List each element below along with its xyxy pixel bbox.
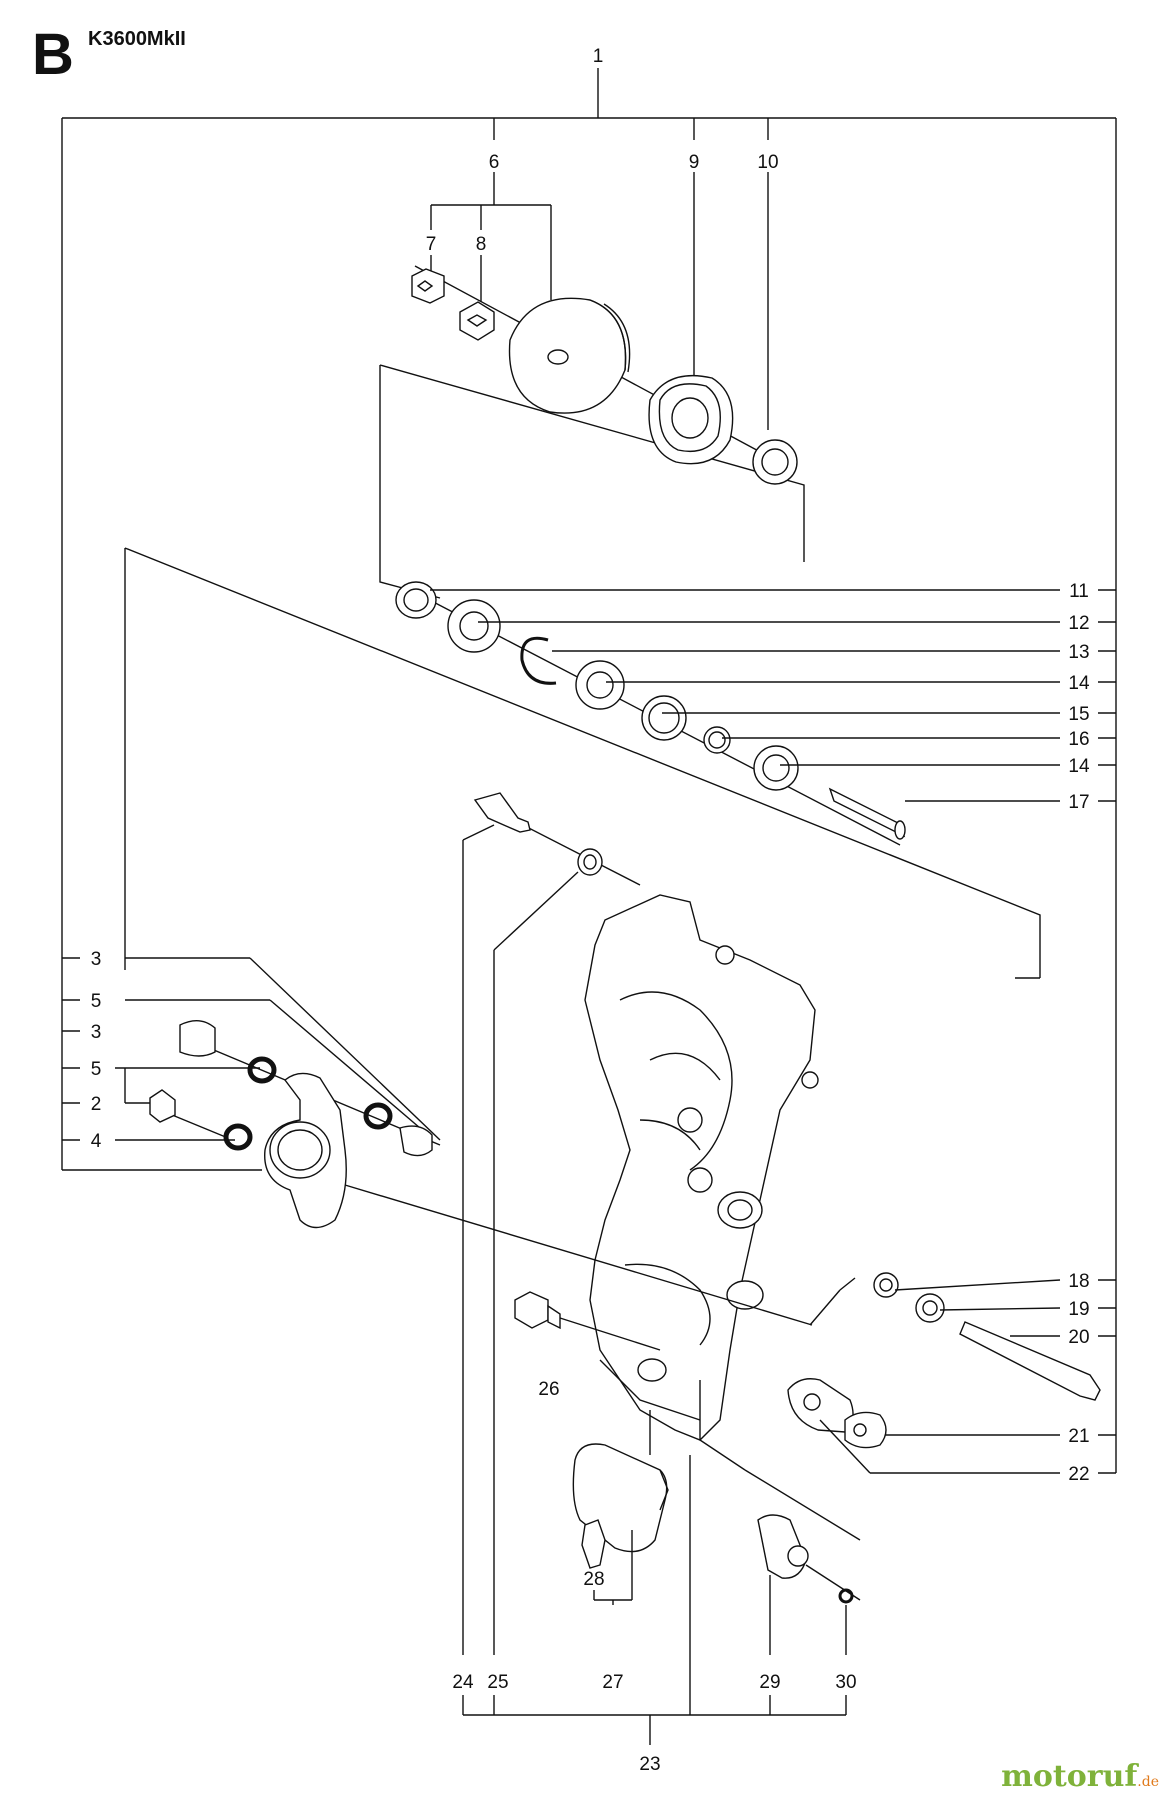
callout-19: 19 (1068, 1299, 1089, 1320)
callout-21: 21 (1068, 1426, 1089, 1447)
callout-12: 12 (1068, 613, 1089, 634)
callout-16: 16 (1068, 729, 1089, 750)
callout-18: 18 (1068, 1271, 1089, 1292)
watermark-tld: .de (1137, 1774, 1159, 1790)
callout-27: 27 (602, 1672, 623, 1693)
callout-13: 13 (1068, 642, 1089, 663)
callout-20: 20 (1068, 1327, 1089, 1348)
callout-6: 6 (489, 152, 500, 173)
callout-4: 4 (91, 1131, 102, 1152)
callout-22: 22 (1068, 1464, 1089, 1485)
callout-7: 7 (426, 234, 437, 255)
callout-5a: 5 (91, 991, 102, 1012)
callout-3b: 3 (91, 1022, 102, 1043)
callout-15: 15 (1068, 704, 1089, 725)
watermark-logo: motoruf.de (1001, 1759, 1159, 1794)
callout-14a: 14 (1068, 673, 1090, 694)
model-name: K3600MkII (88, 28, 186, 50)
callout-17: 17 (1068, 792, 1089, 813)
callout-30: 30 (835, 1672, 856, 1693)
callout-10: 10 (757, 152, 778, 173)
callout-14b: 14 (1068, 756, 1090, 777)
section-letter: B (32, 22, 74, 87)
callout-5b: 5 (91, 1059, 102, 1080)
callout-29: 29 (759, 1672, 780, 1693)
callout-2: 2 (91, 1094, 102, 1115)
callout-26: 26 (538, 1379, 559, 1400)
watermark-brand: motoruf (1001, 1759, 1138, 1794)
callout-28: 28 (583, 1569, 604, 1590)
callout-24: 24 (452, 1672, 474, 1693)
callout-1: 1 (593, 46, 604, 67)
callout-3a: 3 (91, 949, 102, 970)
callout-25: 25 (487, 1672, 508, 1693)
callout-23: 23 (639, 1754, 660, 1775)
callout-8: 8 (476, 234, 487, 255)
callout-11: 11 (1069, 581, 1089, 602)
callout-9: 9 (689, 152, 700, 173)
